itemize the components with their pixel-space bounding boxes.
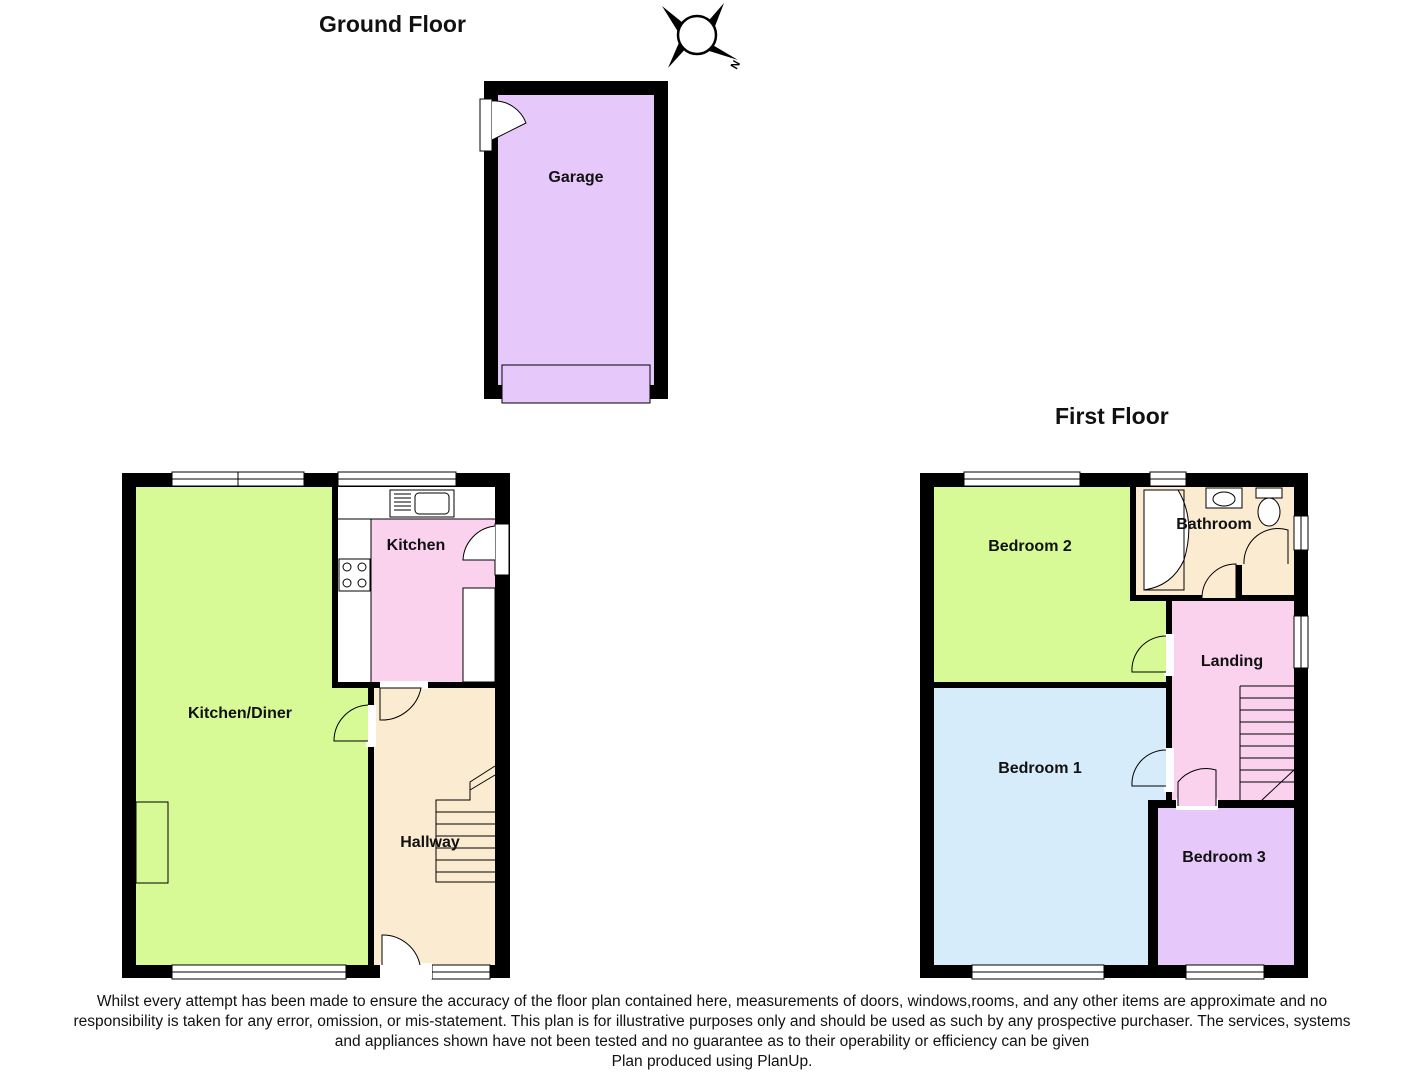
bedroom-3-floor [1158, 808, 1294, 965]
door-swing-icon [379, 687, 422, 721]
room-label-bedroom-2: Bedroom 2 [988, 538, 1072, 555]
drainer-icon [394, 493, 411, 511]
door-swing-icon [1201, 563, 1237, 599]
toilet-icon [1255, 487, 1283, 499]
room-label-garage: Garage [548, 169, 603, 186]
door-swing-icon [1243, 527, 1289, 565]
first-floor-heading: First Floor [1055, 403, 1169, 429]
disclaimer-line: Whilst every attempt has been made to en… [96, 993, 1328, 1010]
staircase-icon [435, 765, 496, 883]
room-label-hallway: Hallway [400, 834, 460, 851]
door-swing-icon [333, 704, 369, 742]
hallway-floor [374, 688, 495, 965]
door-swing-icon [381, 934, 421, 966]
disclaimer-line: responsibility is taken for any error, o… [73, 1013, 1351, 1030]
door-swing-icon [1131, 635, 1167, 673]
door-swing-icon [491, 100, 527, 141]
door-swing-icon [462, 525, 496, 561]
door-swing-icon [1177, 768, 1217, 806]
staircase-icon [1239, 685, 1295, 802]
room-label-bathroom: Bathroom [1176, 516, 1252, 533]
floor-plan: N Garage [122, 3, 1309, 980]
disclaimer: Whilst every attempt has been made to en… [0, 992, 1424, 1072]
disclaimer-line: Plan produced using PlanUp. [611, 1053, 813, 1070]
hob-icon [338, 558, 371, 592]
first-floor-plan: Bedroom 2 Bathroom Landing Bedroom 1 Bed… [920, 471, 1309, 980]
disclaimer-line: and appliances shown have not been teste… [334, 1033, 1090, 1050]
door-swing-icon [1131, 749, 1167, 787]
room-label-landing: Landing [1201, 653, 1263, 670]
bedroom-1-floor [934, 688, 1148, 965]
compass-north-label: N [729, 59, 743, 72]
compass-icon: N [662, 3, 743, 72]
room-label-bedroom-3: Bedroom 3 [1182, 849, 1266, 866]
room-label-kitchen-diner: Kitchen/Diner [188, 705, 292, 722]
ground-floor-heading: Ground Floor [319, 11, 466, 37]
garage-room: Garage [479, 81, 668, 404]
garage-floor [498, 95, 654, 385]
room-label-kitchen: Kitchen [387, 537, 446, 554]
kitchen-diner-floor [136, 487, 332, 965]
ground-floor-plan: Kitchen Kitchen/Diner Hallway [122, 471, 510, 980]
bedroom-2-floor [934, 487, 1130, 682]
landing-floor [1172, 600, 1294, 800]
room-label-bedroom-1: Bedroom 1 [998, 760, 1082, 777]
